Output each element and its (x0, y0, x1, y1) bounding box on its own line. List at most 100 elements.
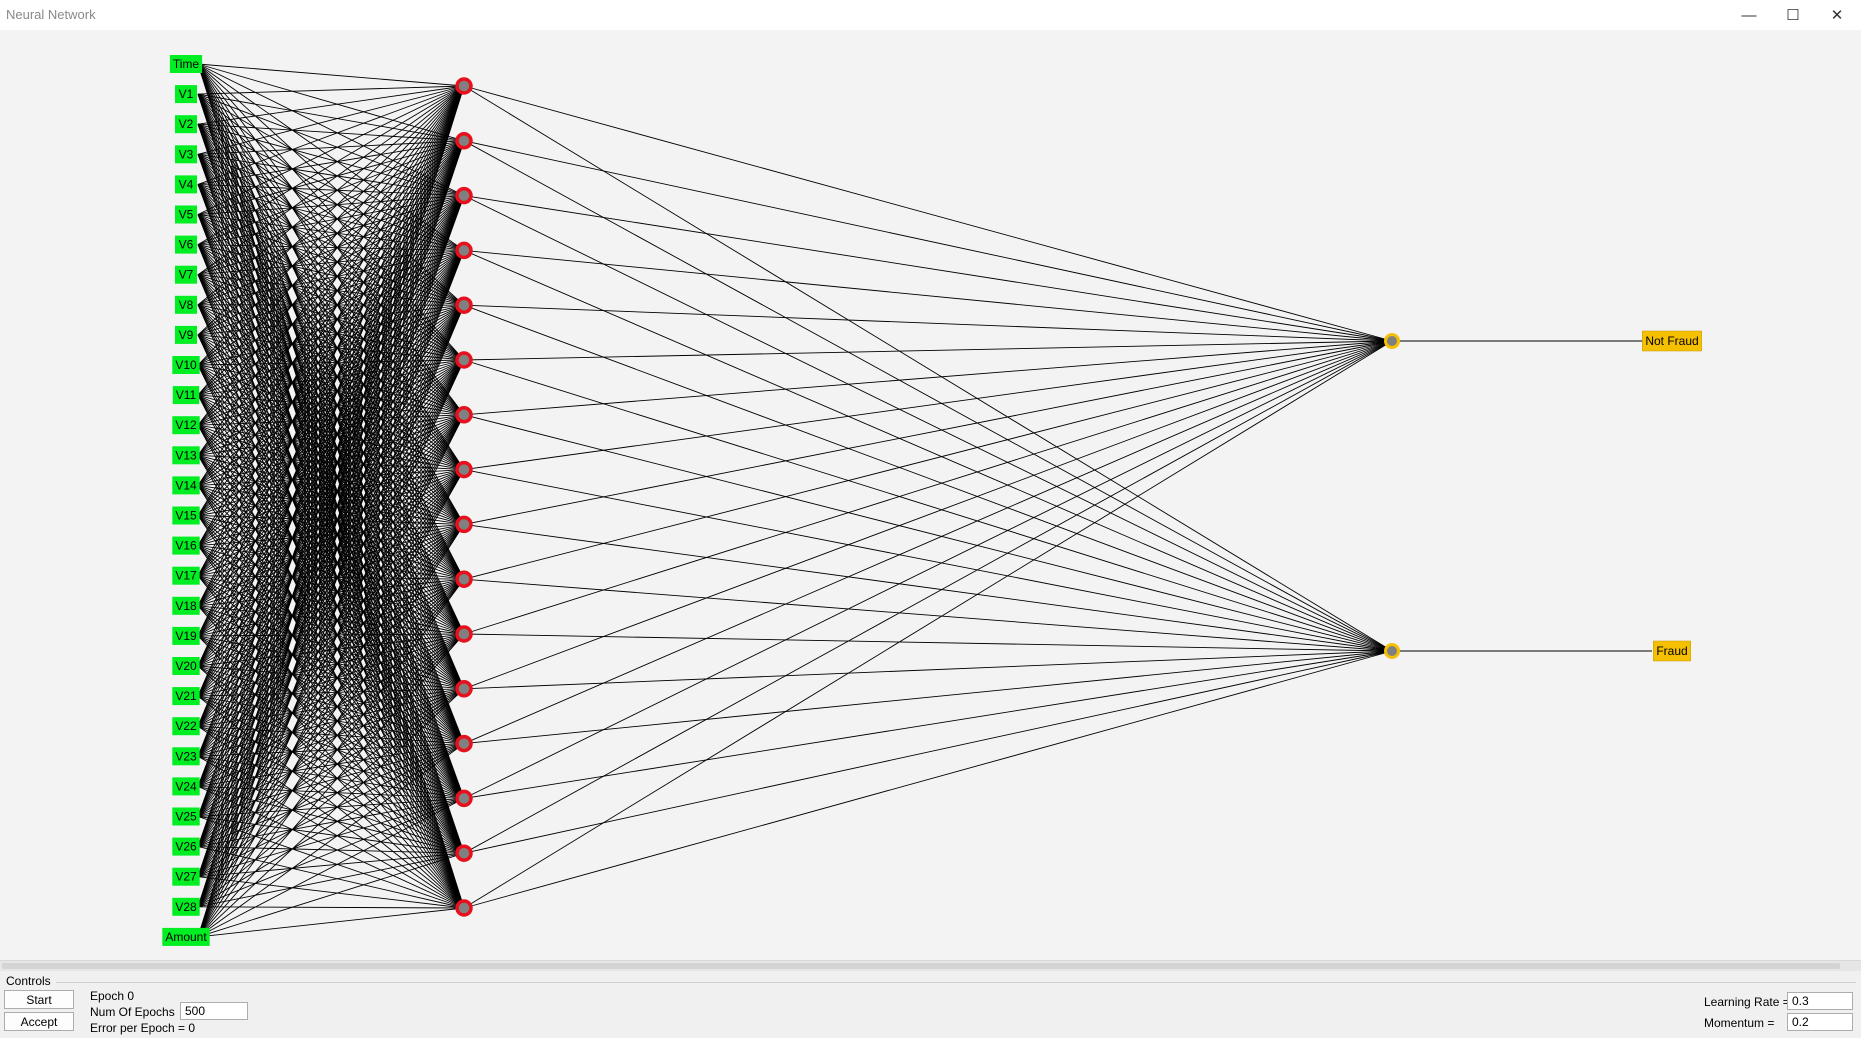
output-node (1384, 643, 1400, 659)
hidden-node (455, 570, 473, 588)
input-node-box (172, 897, 200, 916)
hidden-node (455, 625, 473, 643)
horizontal-scrollbar[interactable] (0, 960, 1861, 971)
input-node: V4 (175, 175, 197, 194)
input-node-label: V22 (175, 719, 197, 733)
input-node: V6 (175, 235, 197, 254)
input-node-box (175, 235, 197, 254)
minimize-button[interactable]: — (1727, 0, 1771, 30)
input-node: V1 (175, 85, 197, 104)
input-node-label: V28 (175, 900, 197, 914)
epoch-readout: Epoch 0 (90, 989, 135, 1003)
input-node-box (175, 85, 197, 104)
momentum-input[interactable] (1787, 1013, 1853, 1031)
input-node-label: V24 (175, 779, 197, 793)
network-diagram: TimeV1V2V3V4V5V6V7V8V9V10V11V12V13V14V15… (162, 55, 1702, 946)
input-node-label: V1 (179, 87, 194, 101)
accept-button[interactable]: Accept (4, 1012, 74, 1031)
input-node: V18 (172, 596, 200, 615)
input-node-label: V2 (179, 117, 194, 131)
learning-rate-input[interactable] (1787, 992, 1853, 1010)
input-node-label: V16 (175, 539, 197, 553)
input-node: V16 (172, 536, 200, 555)
output-node-label: Not Fraud (1645, 334, 1698, 348)
input-node: V21 (172, 687, 200, 706)
input-node-label: V21 (175, 689, 197, 703)
input-node: V14 (172, 476, 200, 495)
hidden-node (455, 460, 473, 479)
input-node-box (162, 927, 210, 946)
input-node-box (172, 747, 200, 766)
learning-rate-label: Learning Rate = (1704, 995, 1790, 1009)
minimize-icon: — (1741, 6, 1757, 24)
input-node-box (172, 386, 200, 405)
output-node-label-box: Not Fraud (1642, 330, 1702, 352)
input-node: V19 (172, 626, 200, 645)
hidden-node (455, 351, 473, 369)
start-button[interactable]: Start (4, 990, 74, 1009)
input-node-label: V10 (175, 358, 197, 372)
input-node-box (175, 295, 197, 314)
input-node: V7 (175, 265, 197, 284)
hidden-node (455, 515, 473, 534)
input-node-box (172, 596, 200, 615)
close-button[interactable]: ✕ (1815, 0, 1859, 30)
input-node-label: V12 (175, 418, 197, 432)
input-node-label: V15 (175, 509, 197, 523)
input-node-label: V20 (175, 659, 197, 673)
input-node-label: V7 (179, 268, 194, 282)
input-node-label: V4 (179, 177, 194, 191)
input-node-label: Amount (165, 930, 207, 944)
network-nodes: TimeV1V2V3V4V5V6V7V8V9V10V11V12V13V14V15… (162, 55, 1702, 946)
input-node: V13 (172, 446, 200, 465)
input-node-box (172, 717, 200, 736)
input-node-box (172, 626, 200, 645)
input-node-box (175, 265, 197, 284)
output-node (1384, 333, 1400, 349)
input-node-label: V19 (175, 629, 197, 643)
input-node: V10 (172, 356, 200, 374)
input-node-label: V5 (179, 208, 194, 222)
input-node-box (169, 55, 203, 73)
input-node: Time (169, 55, 203, 73)
momentum-label: Momentum = (1704, 1016, 1775, 1030)
input-node-label: V26 (175, 840, 197, 854)
input-node-label: V9 (179, 328, 194, 342)
maximize-icon: ☐ (1786, 7, 1800, 24)
input-node-box (172, 536, 200, 555)
input-node-box (172, 446, 200, 465)
input-node-box (172, 416, 200, 435)
scrollbar-thumb[interactable] (2, 963, 1840, 969)
hidden-node (455, 680, 473, 698)
input-node-box (172, 777, 200, 796)
input-node-label: V17 (175, 569, 197, 583)
input-node-label: V3 (179, 147, 194, 161)
input-node-label: V6 (179, 238, 194, 252)
input-node-label: V13 (175, 448, 197, 462)
hidden-node (455, 132, 473, 150)
input-node: V28 (172, 897, 200, 916)
num-epochs-input[interactable] (180, 1002, 248, 1020)
input-node: V12 (172, 416, 200, 435)
hidden-node (455, 77, 473, 95)
input-node: V20 (172, 657, 200, 675)
input-node-box (172, 657, 200, 675)
hidden-node (455, 899, 473, 917)
hidden-node (455, 844, 473, 862)
input-node-box (175, 115, 197, 134)
input-node: V26 (172, 837, 200, 856)
input-node-label: V8 (179, 298, 194, 312)
input-node: V17 (172, 566, 200, 585)
window-title: Neural Network (6, 7, 96, 22)
num-epochs-label: Num Of Epochs (90, 1005, 175, 1019)
input-node-box (175, 205, 197, 224)
output-node-label: Fraud (1656, 644, 1687, 658)
controls-divider (56, 982, 1856, 983)
input-node: V23 (172, 747, 200, 766)
input-node: Amount (162, 927, 210, 946)
maximize-button[interactable]: ☐ (1771, 0, 1815, 30)
input-node-box (172, 566, 200, 585)
input-node: V24 (172, 777, 200, 796)
hidden-node (455, 789, 473, 808)
